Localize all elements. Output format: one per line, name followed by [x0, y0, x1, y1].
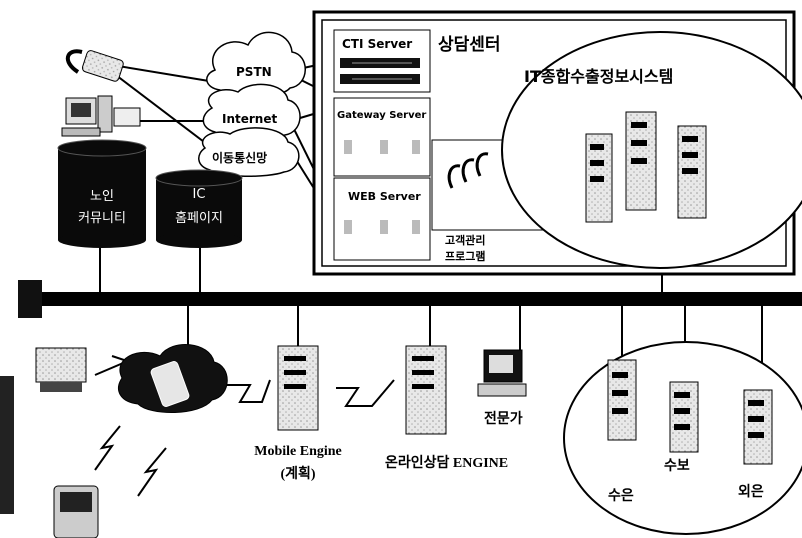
mobile-network-dark-cloud — [118, 344, 228, 413]
handheld-terminal-icon — [53, 485, 99, 538]
mobile-engine-label: Mobile Engine — [254, 444, 342, 459]
suen-label: 수은 — [608, 488, 634, 504]
left-edge-fragment — [0, 376, 14, 514]
mobile-network-cloud: 이동통신망 — [198, 127, 300, 178]
web-server-box: WEB Server — [333, 177, 431, 261]
internet-label: Internet — [222, 112, 277, 126]
consultation-center-title: 상담센터 — [438, 35, 501, 55]
server-rack-icon — [743, 389, 773, 465]
telephone-icon — [66, 49, 124, 82]
server-rack-icon — [677, 125, 707, 219]
web-server-label: WEB Server — [348, 190, 421, 203]
cti-server-label: CTI Server — [342, 37, 412, 51]
operator-figures-icon — [447, 152, 489, 189]
homepage-database: IC 홈페이지 — [155, 169, 243, 248]
server-rack-icon — [607, 359, 637, 441]
cti-server-box: CTI Server — [333, 29, 431, 93]
mobile-engine-plan-label: (계획) — [280, 465, 315, 482]
online-engine-server-icon — [405, 345, 447, 435]
crm-label-line2: 프로그램 — [445, 249, 485, 263]
gateway-server-box: Gateway Server — [333, 97, 431, 177]
server-rack-icon — [585, 133, 613, 223]
backbone-end-cap — [18, 280, 42, 318]
gateway-server-label: Gateway Server — [337, 110, 426, 121]
crm-label-line1: 고객관리 — [445, 233, 485, 247]
mobile-network-label: 이동통신망 — [212, 150, 267, 165]
pda-device-icon — [35, 347, 87, 392]
homepage-db-line1: IC — [193, 187, 206, 202]
homepage-db-line2: 홈페이지 — [175, 211, 223, 226]
online-engine-label: 온라인상담 ENGINE — [385, 454, 508, 471]
desktop-pc-icon — [61, 95, 141, 137]
subo-label: 수보 — [664, 458, 690, 474]
community-db-line2: 커뮤니티 — [78, 211, 126, 226]
expert-pc-icon — [477, 349, 527, 397]
it-system-title: IT종합수출정보시스템 — [524, 67, 673, 86]
wireless-link-bolts — [94, 425, 167, 497]
server-rack-icon — [669, 381, 699, 453]
mobile-engine-server-icon — [277, 345, 319, 431]
oeeun-label: 외은 — [738, 483, 764, 500]
community-database: 노인 커뮤니티 — [57, 139, 147, 248]
expert-label: 전문가 — [484, 410, 523, 427]
community-db-line1: 노인 — [90, 189, 114, 204]
pstn-label: PSTN — [236, 65, 272, 79]
network-backbone-bus — [18, 292, 802, 306]
server-rack-icon — [625, 111, 657, 211]
internet-cloud: Internet — [202, 83, 301, 140]
it-system-server-racks — [585, 111, 707, 223]
